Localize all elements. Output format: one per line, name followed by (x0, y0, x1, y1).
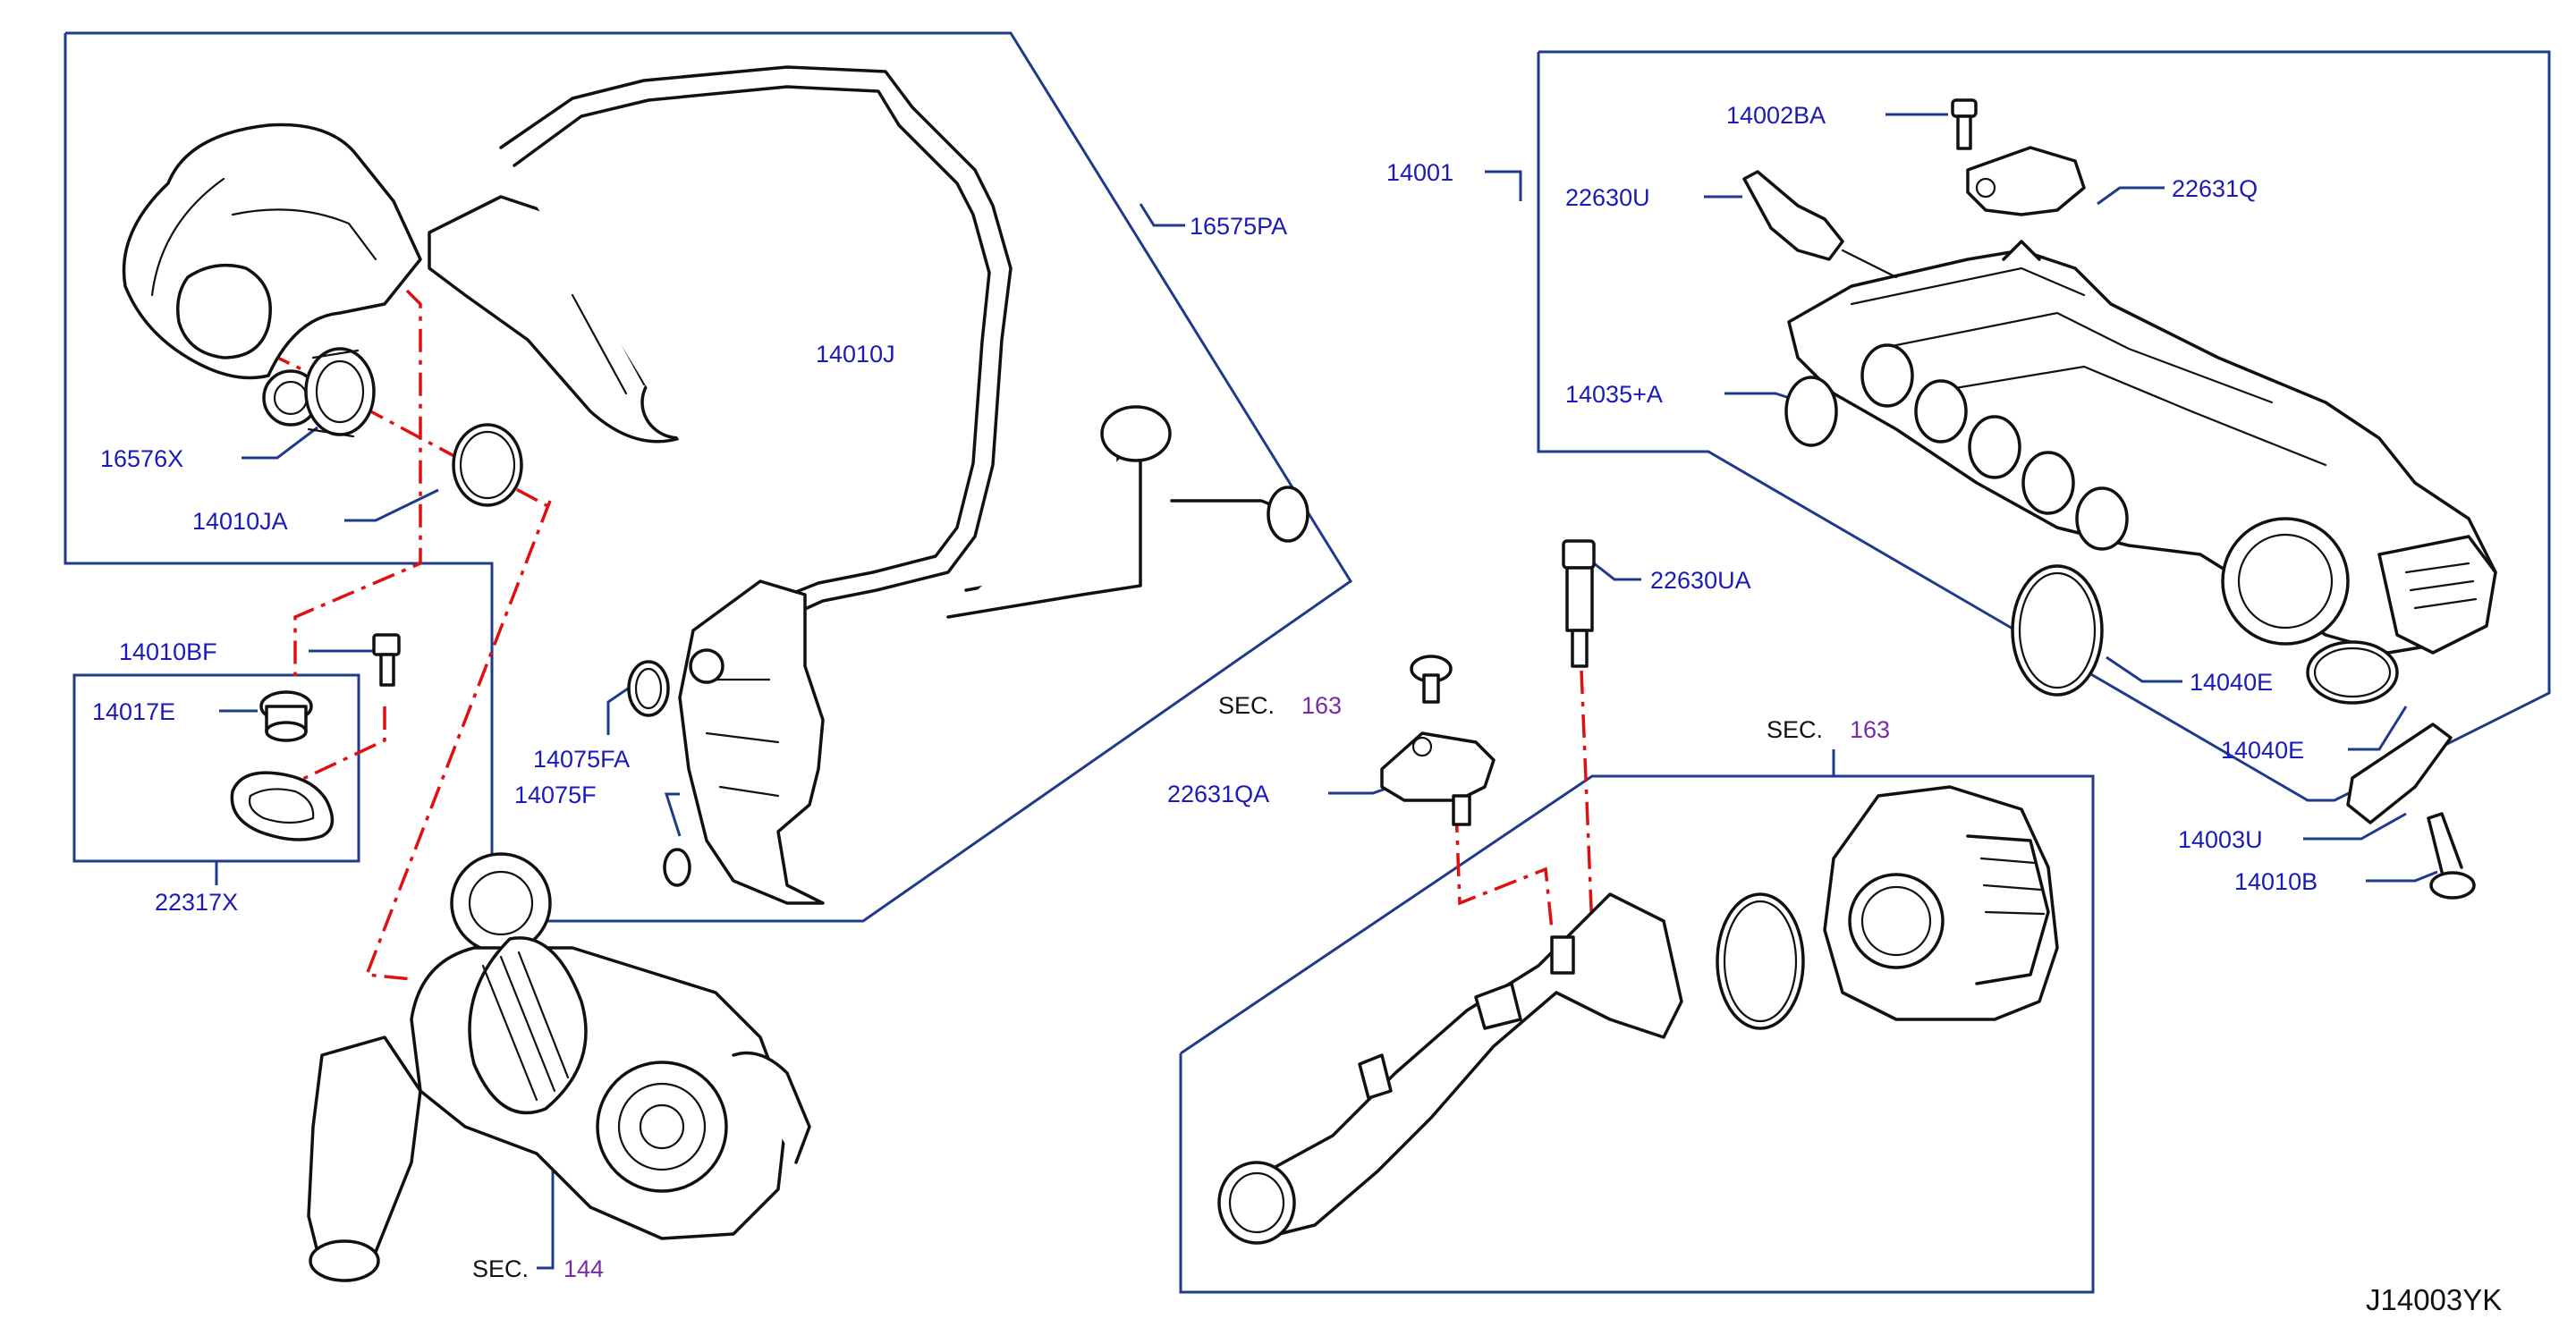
group-outline-intake-manifold (1537, 50, 2551, 802)
section-ref-label-2: SEC. (1767, 716, 1823, 743)
air-duct-resonator (122, 123, 422, 427)
sensor-22631q (1966, 146, 2086, 216)
oil-separator-bracket (678, 579, 825, 905)
callout-22630ua: 22630UA (1650, 567, 1751, 594)
o-ring-14040e-large (2011, 564, 2104, 697)
callout-14075f: 14075F (514, 782, 597, 808)
callout-14017e: 14017E (92, 698, 175, 725)
section-ref-number-2: 163 (1850, 716, 1890, 743)
callout-22630u: 22630U (1565, 184, 1650, 211)
callout-14002ba: 14002BA (1726, 102, 1826, 129)
sensor-22631qa (1380, 731, 1496, 826)
turbocharger (307, 852, 811, 1282)
sensor-22630ua (1562, 539, 1596, 668)
callout-14010bf: 14010BF (119, 638, 217, 665)
throttle-chamber (1823, 785, 2059, 1021)
diagram-id: J14003YK (2366, 1283, 2502, 1316)
group-outline-air-duct (64, 31, 1353, 923)
gasket-14035a (1784, 376, 1838, 447)
intake-manifold (1787, 240, 2497, 655)
bolt-14010b (2427, 812, 2476, 900)
callout-14040e-lower: 14040E (2221, 737, 2304, 764)
callout-14010ja: 14010JA (192, 508, 288, 535)
callout-14040e-upper: 14040E (2190, 669, 2273, 696)
section-ref-number-1: 163 (1301, 692, 1342, 719)
callout-14010j: 14010J (816, 341, 895, 368)
callout-16575pa: 16575PA (1190, 213, 1287, 240)
section-ref-number-3: 144 (564, 1255, 604, 1282)
blow-by-hose (499, 65, 1309, 619)
o-ring-14075f (663, 848, 691, 887)
sensor-22630u (1742, 170, 1898, 279)
bolt-sec163 (1410, 655, 1453, 704)
bolt-14002ba (1951, 98, 1978, 150)
callout-22317x: 22317X (155, 889, 238, 916)
callout-14035a: 14035+A (1565, 381, 1663, 408)
callout-14001: 14001 (1386, 159, 1453, 186)
o-ring-14040e-small (2306, 640, 2399, 705)
section-ref-label-3: SEC. (472, 1255, 529, 1282)
section-ref-label-1: SEC. (1218, 692, 1275, 719)
gasket-22317x (230, 771, 335, 841)
group-outline-throttle-chamber (1179, 774, 2095, 1294)
callout-16576x: 16576X (100, 445, 183, 472)
callout-14010b: 14010B (2234, 868, 2318, 895)
callout-14075fa: 14075FA (533, 746, 630, 773)
leader-lines (215, 113, 2438, 1270)
air-inlet-tube (1217, 892, 1683, 1245)
callout-14003u: 14003U (2178, 826, 2263, 853)
callout-22631qa: 22631QA (1167, 781, 1269, 807)
hose-clamp-14010ja (452, 423, 523, 507)
gasket-14003u (2346, 723, 2453, 824)
bolt-14010bf (372, 633, 401, 687)
callout-22631q: 22631Q (2172, 175, 2258, 202)
o-ring-throttle (1716, 892, 1805, 1030)
